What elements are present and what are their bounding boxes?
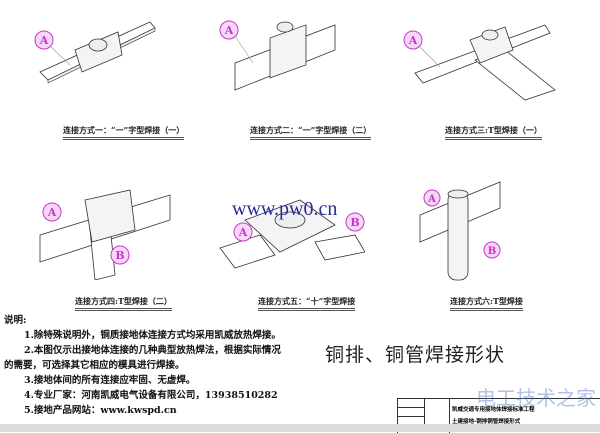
svg-text:A: A [47,206,57,219]
note-item: 3.接地体间的所有连接应牢固、无虚焊。 [24,375,196,386]
svg-text:A: A [39,34,49,47]
figure-6-drawing: A B [419,181,501,281]
svg-text:A: A [427,194,436,205]
note-item: 的需要，可选择其它相应的模具进行焊接。 [4,360,185,371]
drawing-title: 铜排、铜管焊接形状 [325,344,506,366]
figure-5-drawing: A B [219,199,365,269]
note-item: 1.除特殊说明外，铜质接地体连接方式均采用凯威放热焊接。 [24,330,281,341]
caption-1: 连接方式一：“一”字型焊接（一） [63,125,185,140]
notes-heading: 说明: [4,315,27,326]
svg-text:B: B [488,246,496,257]
notes: 说明: 1.除特殊说明外，铜质接地体连接方式均采用凯威放热焊接。 2.本图仅示出… [4,313,281,418]
figure-1-drawing: A [34,21,156,84]
note-item: 5.接地产品网站：www.kwspd.cn [24,405,177,416]
site-logo: 电工技术之家 [476,386,596,410]
title-block-line1: 凯威交通专用接地体焊接标准工程 [452,407,535,413]
caption-6: 连接方式六:T型焊接 [450,296,523,311]
caption-2: 连接方式二：“一”字型焊接（二） [250,125,372,140]
note-item: 2.本图仅示出接地体连接的几种典型放热焊法，根据实际情况 [24,345,281,356]
figure-4-drawing: A B [39,189,171,280]
svg-text:A: A [238,226,248,239]
svg-text:B: B [350,216,359,229]
svg-text:B: B [115,249,124,262]
watermark: www.pw0.cn [232,198,338,220]
note-item: 4.专业厂家：河南凯威电气设备有限公司，13938510282 [24,390,278,401]
caption-4: 连接方式四:T型焊接（二） [75,296,172,311]
svg-text:A: A [224,24,234,37]
figure-2-drawing: A [219,20,336,91]
svg-text:A: A [408,34,418,47]
figure-3-drawing: A [403,24,556,101]
caption-5: 连接方式五：“十”字型焊接 [258,296,356,311]
bottom-bar [0,424,600,432]
label-a-circle [34,30,54,50]
caption-3: 连接方式三:T型焊接（一） [445,125,542,140]
title-block-line2: 土建接地-铜排铜管焊接形式 [452,419,521,425]
